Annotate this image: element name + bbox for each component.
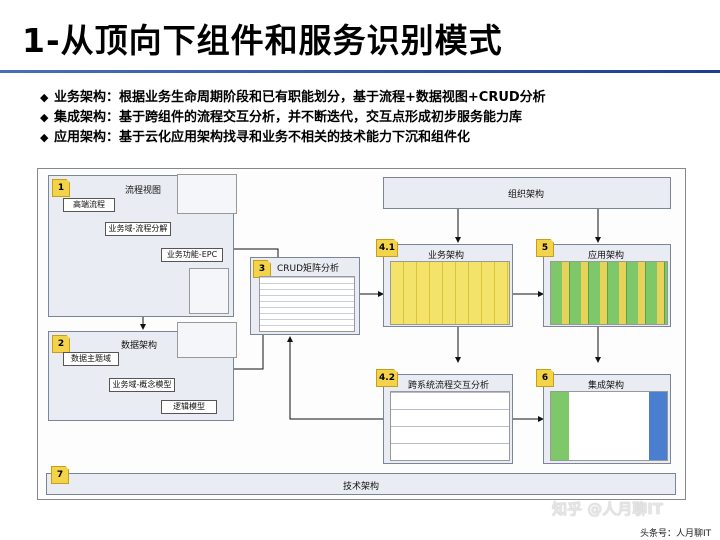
cross-system-flow-panel: 4.2 跨系统流程交互分析 (376, 369, 513, 464)
application-architecture-panel: 5 应用架构 (536, 239, 671, 327)
crud-matrix-title: CRUD矩阵分析 (277, 264, 340, 274)
page-title: 1-从顶向下组件和服务识别模式 (22, 21, 503, 60)
technology-architecture-panel: 7 技术架构 (46, 466, 676, 495)
title-underline (0, 70, 720, 73)
diamond-bullet-icon: ◆ (40, 91, 49, 104)
business-architecture-title: 业务架构 (428, 251, 465, 261)
conceptual-model-box: 业务域-概念模型 (109, 378, 175, 392)
integration-architecture-title: 集成架构 (588, 381, 625, 391)
step-badge: 4.1 (376, 239, 398, 257)
org-architecture-title: 组织架构 (508, 190, 545, 200)
step-badge: 2 (52, 335, 70, 353)
flow-thumbnail-image (177, 174, 237, 214)
flow-view-panel: 1 流程视图 高端流程 业务域-流程分解 业务功能-EPC (48, 174, 237, 317)
data-subject-domain-box: 数据主题域 (63, 352, 119, 366)
step-badge: 5 (536, 239, 554, 257)
bullet-text: 应用架构：基于云化应用架构找寻和业务不相关的技术能力下沉和组件化 (54, 130, 471, 145)
flow-view-title: 流程视图 (125, 186, 162, 196)
domain-flow-box: 业务域-流程分解 (105, 222, 171, 236)
footer-credit: 头条号：人月聊IT (640, 529, 712, 539)
integration-architecture-panel: 6 集成架构 (536, 369, 671, 464)
business-architecture-panel: 4.1 业务架构 (376, 239, 513, 327)
data-architecture-panel: 2 数据架构 数据主题域 业务域-概念模型 逻辑模型 (48, 322, 237, 421)
org-architecture-panel: 组织架构 (383, 177, 671, 209)
diamond-bullet-icon: ◆ (40, 131, 49, 144)
step-badge: 7 (51, 466, 69, 484)
function-epc-box: 业务功能-EPC (161, 248, 223, 262)
crud-matrix-panel: 3 CRUD矩阵分析 (250, 257, 360, 335)
step-badge: 4.2 (376, 369, 398, 387)
bullet-application: ◆ 应用架构：基于云化应用架构找寻和业务不相关的技术能力下沉和组件化 (40, 128, 546, 148)
cross-system-flow-title: 跨系统流程交互分析 (408, 381, 490, 391)
technology-architecture-title: 技术架构 (343, 482, 380, 492)
bullet-integration: ◆ 集成架构：基于跨组件的流程交互分析，并不断迭代，交互点形成初步服务能力库 (40, 108, 546, 128)
bullet-business: ◆ 业务架构：根据业务生命周期阶段和已有职能划分，基于流程+数据视图+CRUD分析 (40, 88, 546, 108)
data-architecture-title: 数据架构 (121, 341, 158, 351)
step-badge: 1 (52, 179, 70, 197)
step-badge: 6 (536, 369, 554, 387)
bullet-list: ◆ 业务架构：根据业务生命周期阶段和已有职能划分，基于流程+数据视图+CRUD分析… (40, 88, 546, 148)
data-model-thumbnail-image (177, 322, 237, 358)
crud-matrix-image (259, 276, 355, 332)
epc-thumbnail-image (189, 268, 229, 314)
integration-map-image (550, 391, 668, 461)
watermark: 知乎 @人月聊IT (552, 500, 664, 518)
application-architecture-title: 应用架构 (588, 251, 625, 261)
bullet-text: 集成架构：基于跨组件的流程交互分析，并不断迭代，交互点形成初步服务能力库 (54, 110, 523, 125)
cross-system-flow-image (390, 391, 510, 461)
architecture-diagram: 1 流程视图 高端流程 业务域-流程分解 业务功能-EPC 2 数据架构 数据主… (37, 168, 686, 500)
bullet-text: 业务架构：根据业务生命周期阶段和已有职能划分，基于流程+数据视图+CRUD分析 (54, 90, 546, 105)
arrow-cross-to-crud (287, 336, 383, 420)
diamond-bullet-icon: ◆ (40, 111, 49, 124)
application-map-image (550, 261, 668, 325)
high-level-flow-box: 高端流程 (63, 198, 115, 212)
business-capability-map-image (390, 261, 510, 325)
logical-model-box: 逻辑模型 (161, 400, 217, 414)
